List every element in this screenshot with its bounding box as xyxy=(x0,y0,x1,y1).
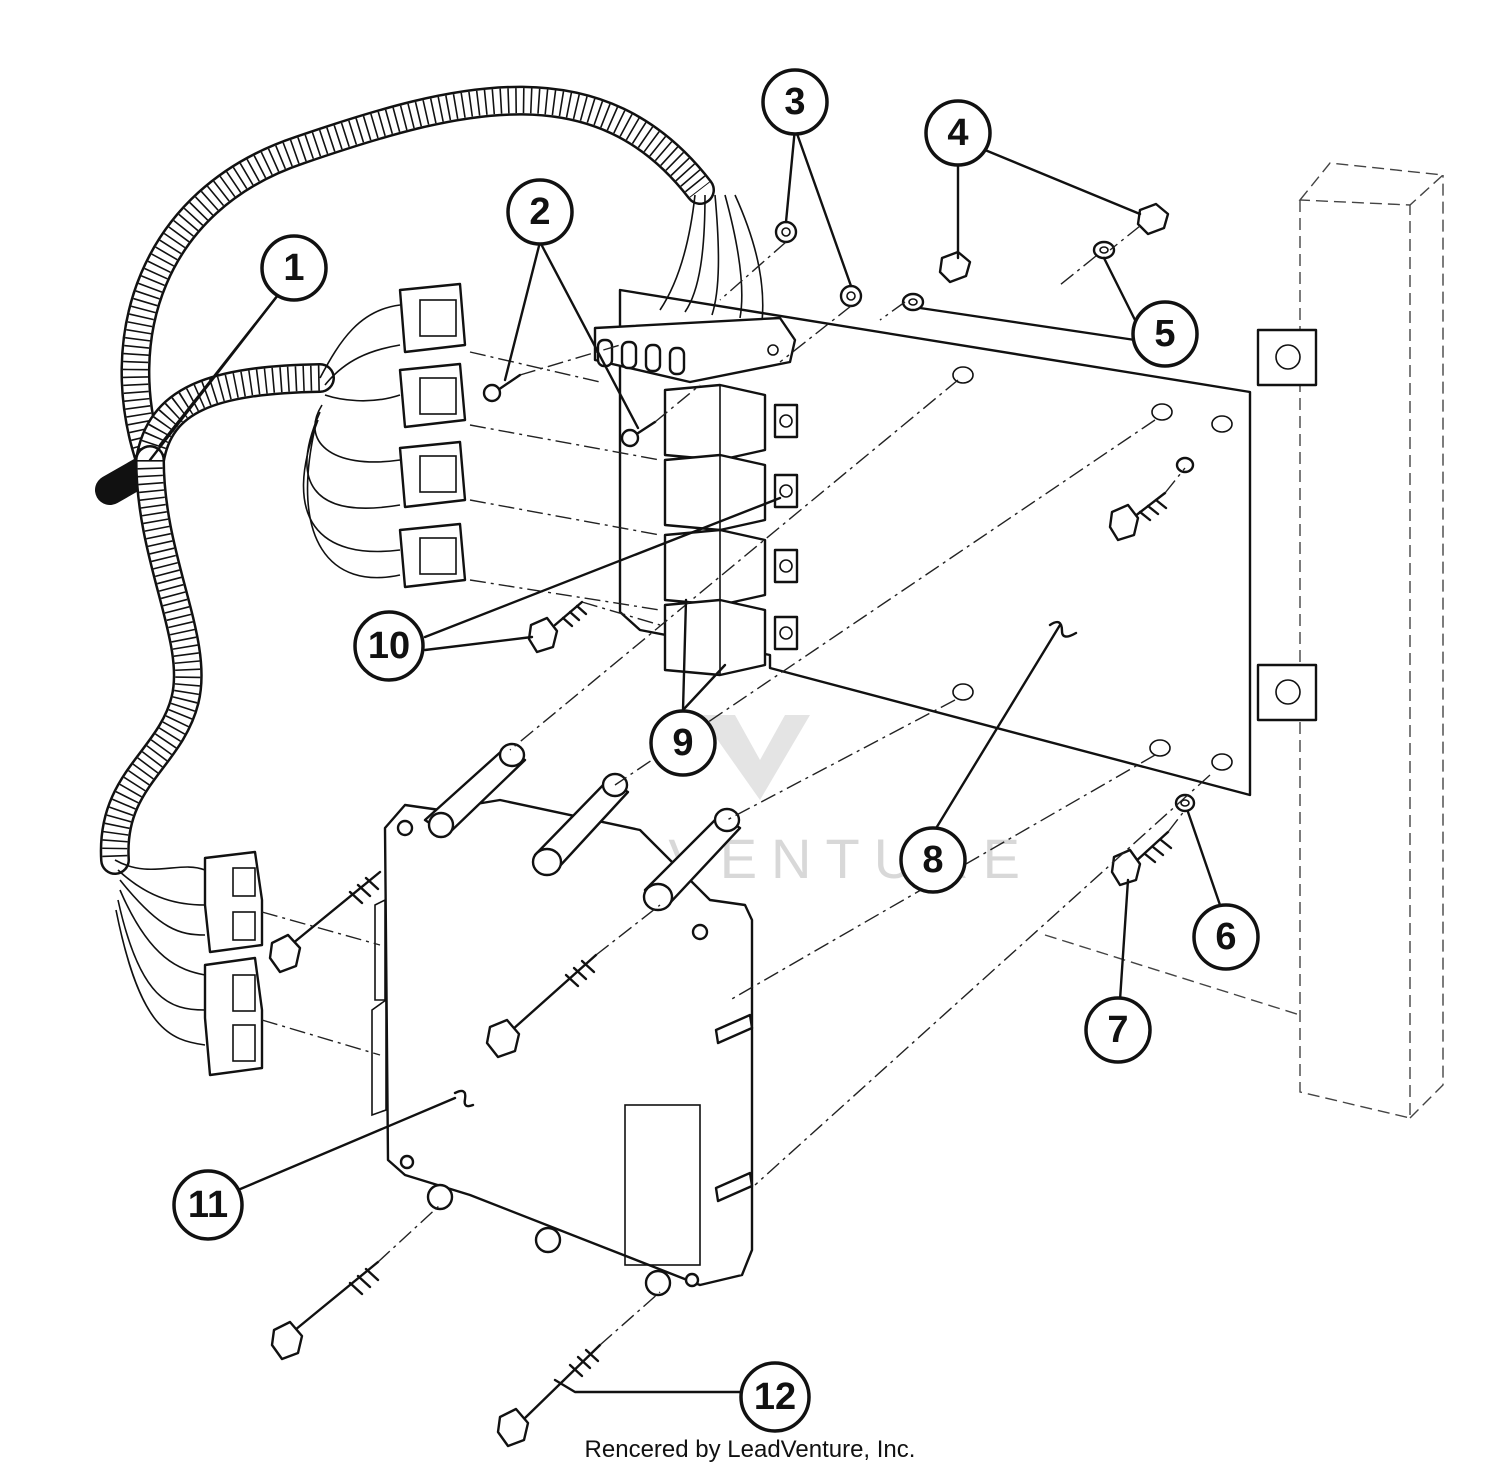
svg-text:1: 1 xyxy=(283,247,304,289)
bolts-long xyxy=(268,870,602,1448)
callout-2: 2 xyxy=(506,178,574,246)
callout-4: 4 xyxy=(924,99,992,167)
callout-9: 9 xyxy=(649,709,717,777)
frame-rail xyxy=(1044,162,1445,1119)
leader-lines xyxy=(148,126,1222,1394)
svg-text:9: 9 xyxy=(672,722,693,764)
callout-3: 3 xyxy=(761,68,829,136)
svg-text:12: 12 xyxy=(754,1376,796,1418)
callout-11: 11 xyxy=(172,1169,244,1241)
svg-text:8: 8 xyxy=(922,839,943,881)
relays xyxy=(663,383,799,677)
svg-text:5: 5 xyxy=(1154,313,1175,355)
svg-text:6: 6 xyxy=(1215,916,1236,958)
callout-7: 7 xyxy=(1084,996,1152,1064)
controller-module xyxy=(371,742,754,1297)
relay-connector-block xyxy=(593,316,797,384)
harness-wires-top xyxy=(659,194,764,323)
bolts-medium xyxy=(527,491,1173,887)
svg-text:4: 4 xyxy=(947,112,968,154)
svg-text:7: 7 xyxy=(1107,1009,1128,1051)
connector-group-lower xyxy=(114,850,264,1077)
connector-group-left xyxy=(398,282,467,589)
wire-harness-hose xyxy=(95,85,715,875)
svg-text:2: 2 xyxy=(529,191,550,233)
callout-1: 1 xyxy=(260,234,328,302)
hardware-small xyxy=(482,202,1196,813)
render-credit: Rencered by LeadVenture, Inc. xyxy=(584,1436,916,1463)
centerlines xyxy=(261,225,1211,1346)
svg-text:3: 3 xyxy=(784,81,805,123)
svg-text:11: 11 xyxy=(188,1184,228,1226)
harness-wires-left xyxy=(302,304,401,579)
callout-10: 10 xyxy=(353,610,425,682)
callout-6: 6 xyxy=(1192,903,1260,971)
callout-12: 12 xyxy=(739,1361,811,1433)
callout-8: 8 xyxy=(899,826,967,894)
svg-text:10: 10 xyxy=(368,625,410,667)
callout-5: 5 xyxy=(1131,300,1199,368)
